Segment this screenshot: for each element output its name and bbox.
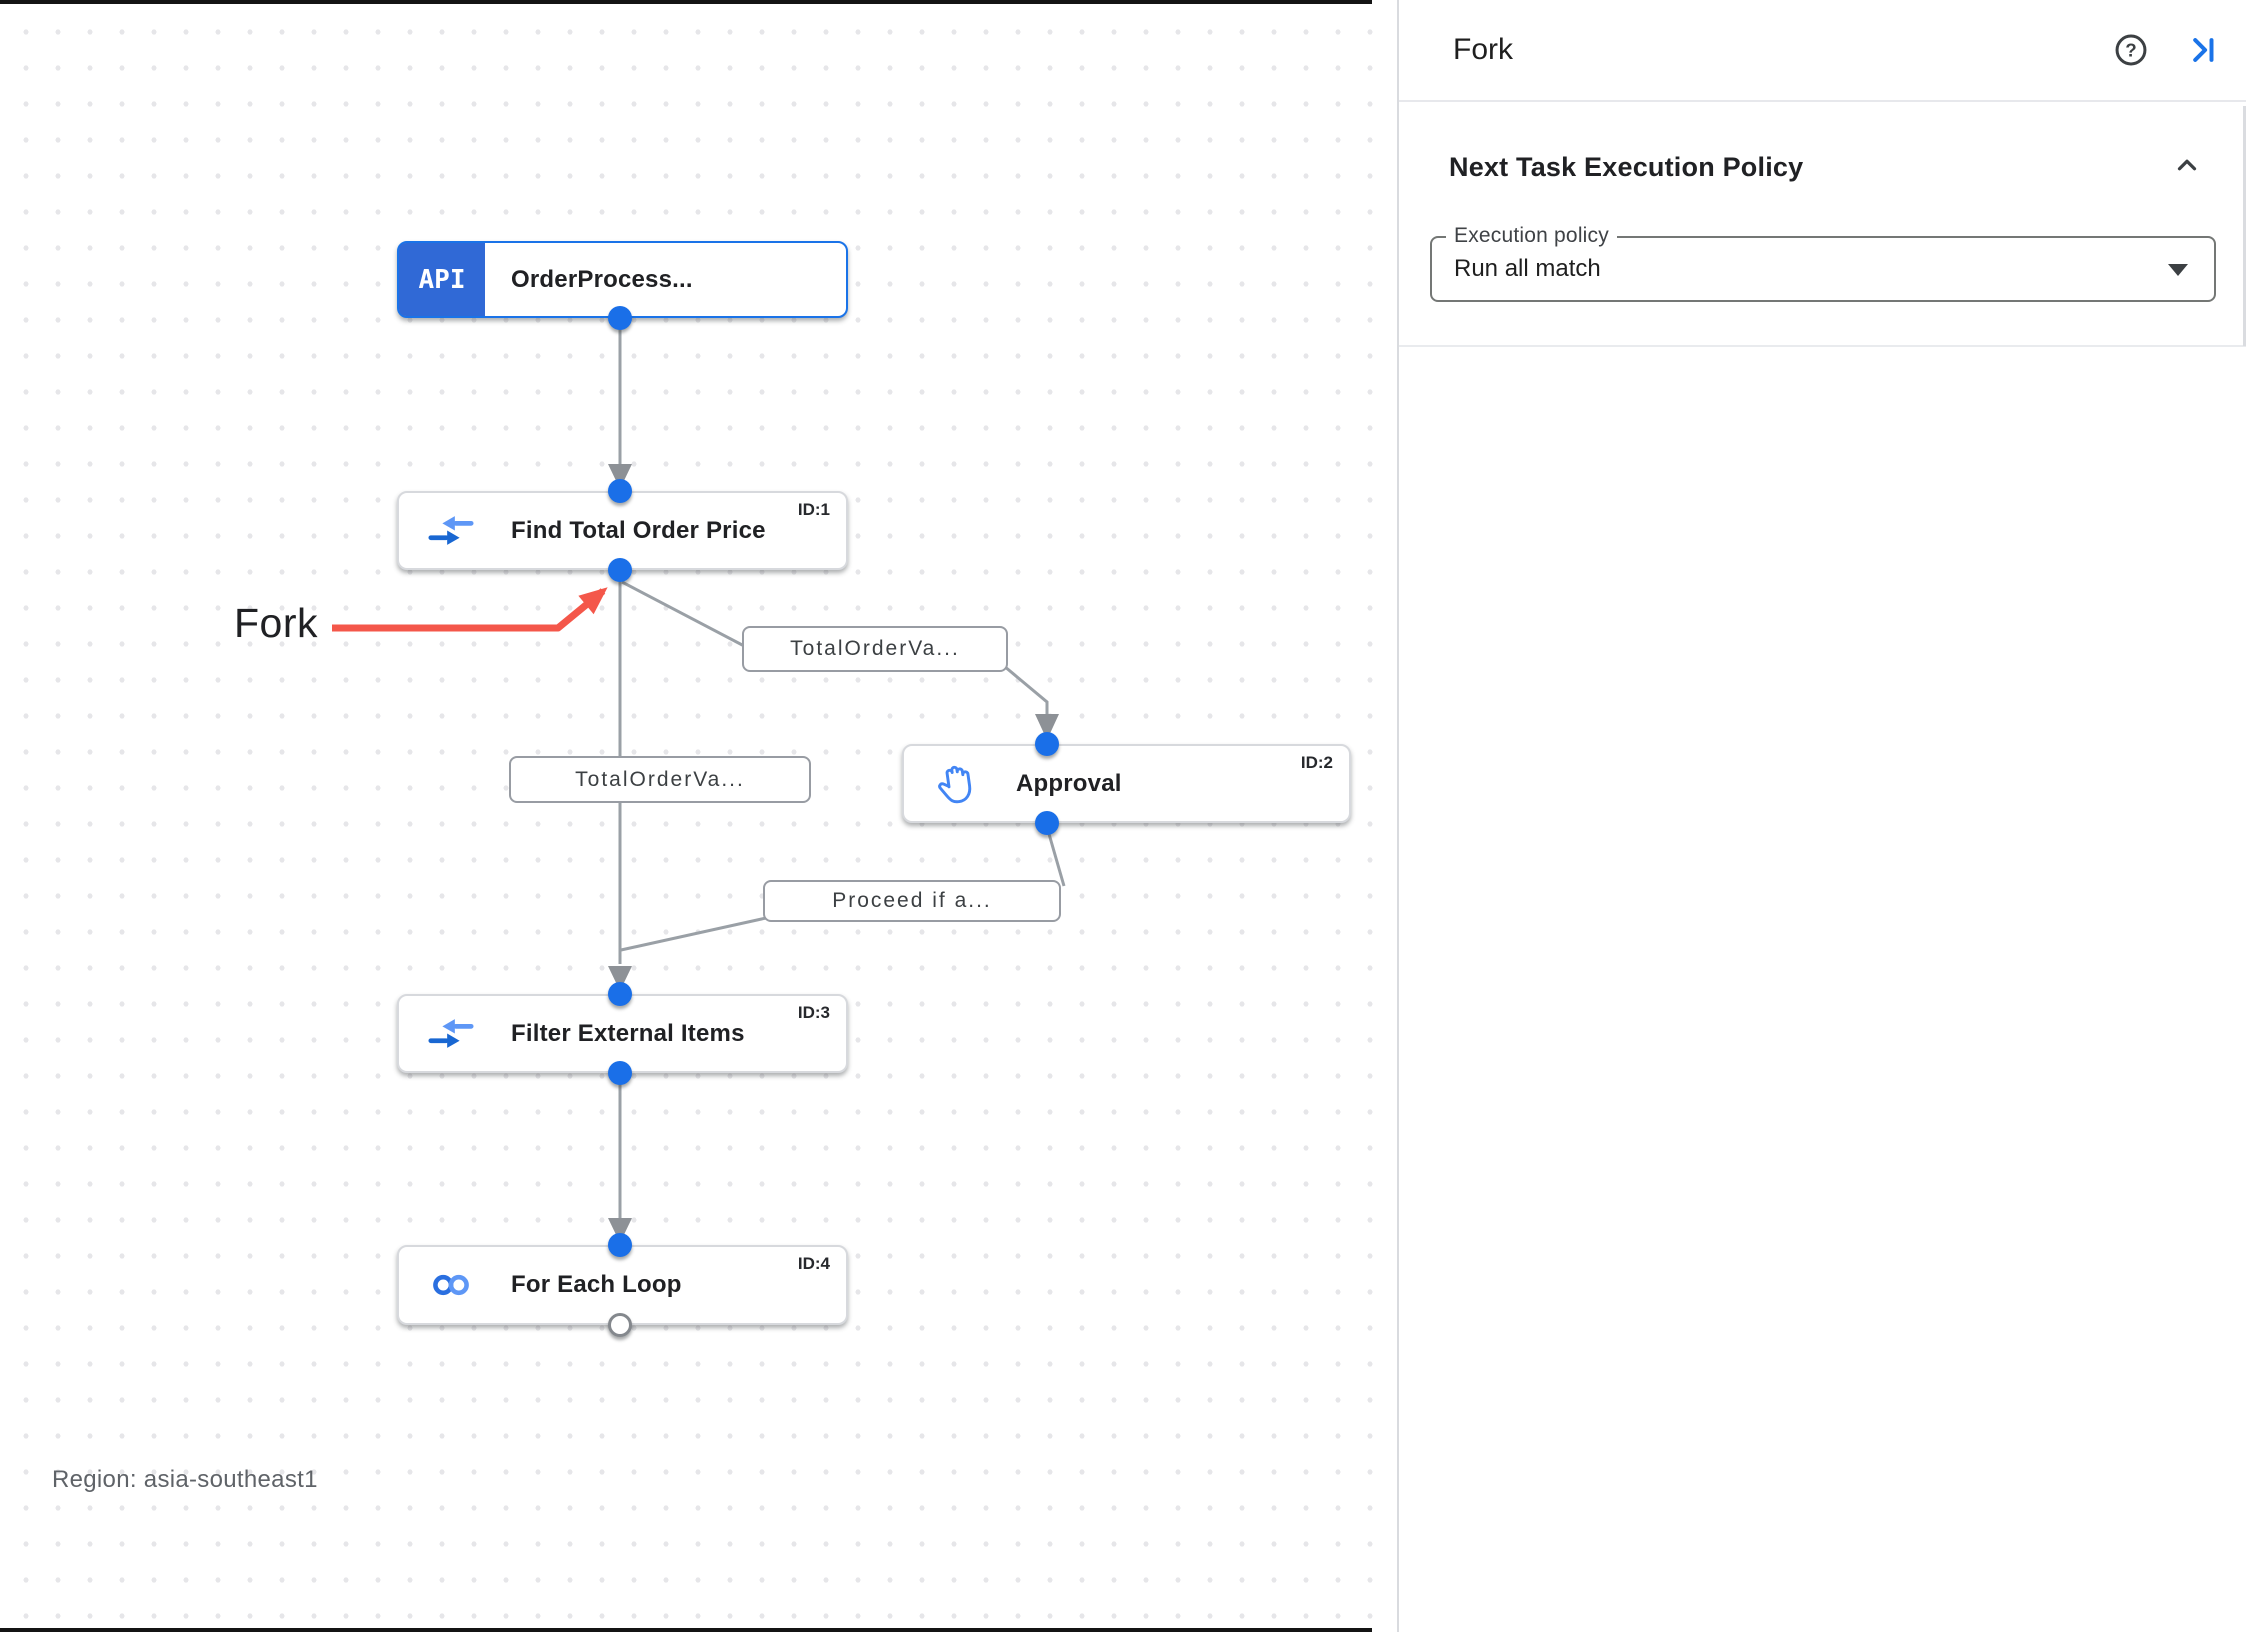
node-title: OrderProcess... xyxy=(511,265,693,293)
node-find-total-order-price[interactable]: Find Total Order Price ID:1 xyxy=(397,491,848,570)
connector-dot-find-in[interactable] xyxy=(608,479,632,503)
node-title: Find Total Order Price xyxy=(511,516,766,544)
connector-dot-approval-in[interactable] xyxy=(1035,732,1059,756)
node-for-each-loop[interactable]: For Each Loop ID:4 xyxy=(397,1245,848,1325)
fork-annotation-label: Fork xyxy=(234,600,318,646)
data-mapping-icon xyxy=(427,1010,475,1058)
node-filter-external-items[interactable]: Filter External Items ID:3 xyxy=(397,994,848,1073)
chevron-up-icon[interactable] xyxy=(2172,150,2202,185)
canvas-bottom-border xyxy=(0,1628,1372,1632)
panel-title: Fork xyxy=(1453,33,1513,66)
next-task-execution-policy-section[interactable]: Next Task Execution Policy xyxy=(1399,102,2246,185)
node-approval[interactable]: Approval ID:2 xyxy=(902,744,1351,823)
edge-condition-label[interactable]: TotalOrderVa... xyxy=(509,756,811,803)
section-divider xyxy=(1399,345,2246,347)
chevron-down-icon[interactable] xyxy=(2168,264,2188,276)
api-trigger-badge: API xyxy=(399,243,485,316)
fork-annotation-arrow xyxy=(332,587,608,632)
collapse-panel-icon[interactable] xyxy=(2184,31,2222,69)
connector-dot-foreach-out[interactable] xyxy=(608,1313,632,1337)
connector-dot-filter-out[interactable] xyxy=(608,1061,632,1085)
approval-hand-icon xyxy=(929,756,983,810)
section-heading: Next Task Execution Policy xyxy=(1449,152,1804,182)
edge-arrowheads xyxy=(608,464,1059,1243)
node-title: Approval xyxy=(1016,769,1122,797)
connector-dot-approval-out[interactable] xyxy=(1035,811,1059,835)
canvas-top-border xyxy=(0,0,1372,4)
panel-scrollbar[interactable] xyxy=(2243,106,2246,346)
config-panel: Fork ? Next Task Execution Policy xyxy=(1397,0,2246,1632)
node-id-badge: ID:4 xyxy=(797,1254,830,1273)
connector-dot-foreach-in[interactable] xyxy=(608,1233,632,1257)
node-id-badge: ID:3 xyxy=(797,1003,830,1022)
config-panel-header: Fork ? xyxy=(1399,0,2246,102)
region-label: Region: asia-southeast1 xyxy=(52,1466,318,1493)
connector-dot-fork-point[interactable] xyxy=(608,558,632,582)
edge-condition-label[interactable]: TotalOrderVa... xyxy=(742,626,1008,672)
data-mapping-icon xyxy=(427,507,475,555)
edge-label-to-approval xyxy=(1003,664,1049,714)
edge-label-to-join xyxy=(620,916,767,952)
node-title: Filter External Items xyxy=(511,1019,745,1047)
help-icon[interactable]: ? xyxy=(2112,31,2150,69)
node-title: For Each Loop xyxy=(511,1271,682,1298)
edge-fork-to-label-right xyxy=(621,580,749,650)
execution-policy-select[interactable]: Execution policy Run all match xyxy=(1430,224,2216,302)
edge-approval-to-label xyxy=(1045,826,1066,887)
connector-dot-filter-in[interactable] xyxy=(608,982,632,1006)
svg-text:?: ? xyxy=(2125,40,2136,61)
node-id-badge: ID:1 xyxy=(797,500,830,519)
edge-condition-label[interactable]: Proceed if a... xyxy=(763,880,1061,922)
connector-dot-trigger-out[interactable] xyxy=(608,306,632,330)
node-id-badge: ID:2 xyxy=(1300,753,1333,772)
for-each-loop-icon xyxy=(427,1261,475,1309)
api-trigger-badge-label: API xyxy=(418,264,466,295)
execution-policy-value: Run all match xyxy=(1454,255,1601,282)
execution-policy-label: Execution policy xyxy=(1446,224,1617,248)
workflow-canvas[interactable]: API OrderProcess... Find Total Order Pri… xyxy=(0,0,1397,1632)
